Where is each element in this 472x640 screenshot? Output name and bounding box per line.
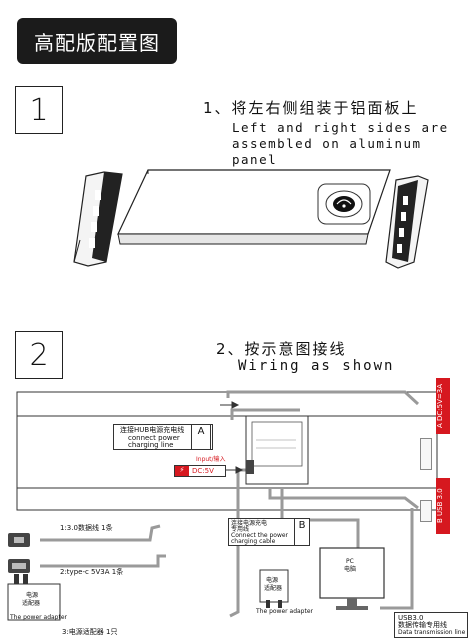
wireless-charger-icon <box>317 183 371 225</box>
adapter-left-cn1: 电源 <box>26 592 39 599</box>
right-port-b <box>420 500 432 522</box>
adapter-right-cn1: 电源 <box>266 577 279 584</box>
hub-label-letter: A <box>191 424 211 450</box>
hub-label-en2: charging line <box>128 441 174 449</box>
power-cable-letter: B <box>294 518 310 546</box>
step-1-en-line1: Left and right sides are <box>232 120 449 135</box>
right-tag-b: B USB 3.0 <box>436 478 450 534</box>
right-tag-a: A DC:5V=3A <box>436 378 450 434</box>
power-cable-en1: Connect the power <box>231 532 289 539</box>
power-cable-cn1: 连接电源充电 <box>231 520 268 527</box>
usb-label-line2: 数据传输专用线 <box>398 621 447 629</box>
usb-label-line1: USB3.0 <box>398 614 424 622</box>
typec-cable-icon <box>8 559 30 573</box>
adapter-right-en: The power adapter <box>256 608 313 615</box>
step-2-cn-title: 2、按示意图接线 <box>216 340 347 358</box>
step-2-en-title: Wiring as shown <box>238 358 395 374</box>
dc-input-tag: ⚡ DC:5V <box>174 465 226 477</box>
dc-input-red-marker: ⚡ <box>175 466 189 476</box>
adapter-left-en: The power adapter <box>10 614 67 621</box>
right-side-module <box>385 175 429 269</box>
pc-label-cn: 电脑 <box>344 566 357 573</box>
aluminum-panel <box>117 169 391 245</box>
adapter-left-cn2: 适配器 <box>22 600 41 607</box>
hub-power-label: 连接HUB电源充电线 connect power charging line <box>113 424 213 450</box>
step-1-cn-title: 1、将左右侧组装于铝面板上 <box>203 99 419 117</box>
adapter-right-cn2: 适配器 <box>264 585 283 592</box>
panel-top-view <box>16 391 438 511</box>
page-title: 高配版配置图 <box>17 18 177 64</box>
hub-label-en1: connect power <box>128 434 180 442</box>
cable-2-label: 2:type-c 5V3A 1条 <box>60 568 124 576</box>
step-2-number: 2 <box>15 331 63 379</box>
dc-input-value: DC:5V <box>192 467 214 475</box>
adapter-left-icon <box>7 574 61 621</box>
right-port-a <box>420 438 432 470</box>
usb-data-label: USB3.0 数据传输专用线 Data transmission line <box>394 612 468 638</box>
power-cable-label: 连接电源充电 专用线 Connect the power charging ca… <box>228 518 296 546</box>
power-cable-en2: charging cable <box>231 538 276 545</box>
data-cable-icon <box>8 533 30 547</box>
pc-monitor-icon <box>319 547 385 610</box>
adapter-label: 3:电源适配器 1只 <box>62 628 118 636</box>
usb-label-line3: Data transmission line <box>398 629 466 636</box>
input-label: Input/输入 <box>196 456 226 463</box>
adapter-right-icon <box>259 569 289 608</box>
left-side-module <box>73 171 123 267</box>
step-1-number: 1 <box>15 86 63 134</box>
hub-box <box>245 415 309 485</box>
hub-label-cn: 连接HUB电源充电线 <box>120 426 185 434</box>
plug-arrow-icon <box>220 401 244 474</box>
step-1-en-line2: assembled on aluminum panel <box>232 136 422 167</box>
pc-label-en: PC <box>346 558 354 565</box>
cable-1-label: 1:3.0数据线 1条 <box>60 524 113 532</box>
power-cable-cn2: 专用线 <box>231 526 250 533</box>
